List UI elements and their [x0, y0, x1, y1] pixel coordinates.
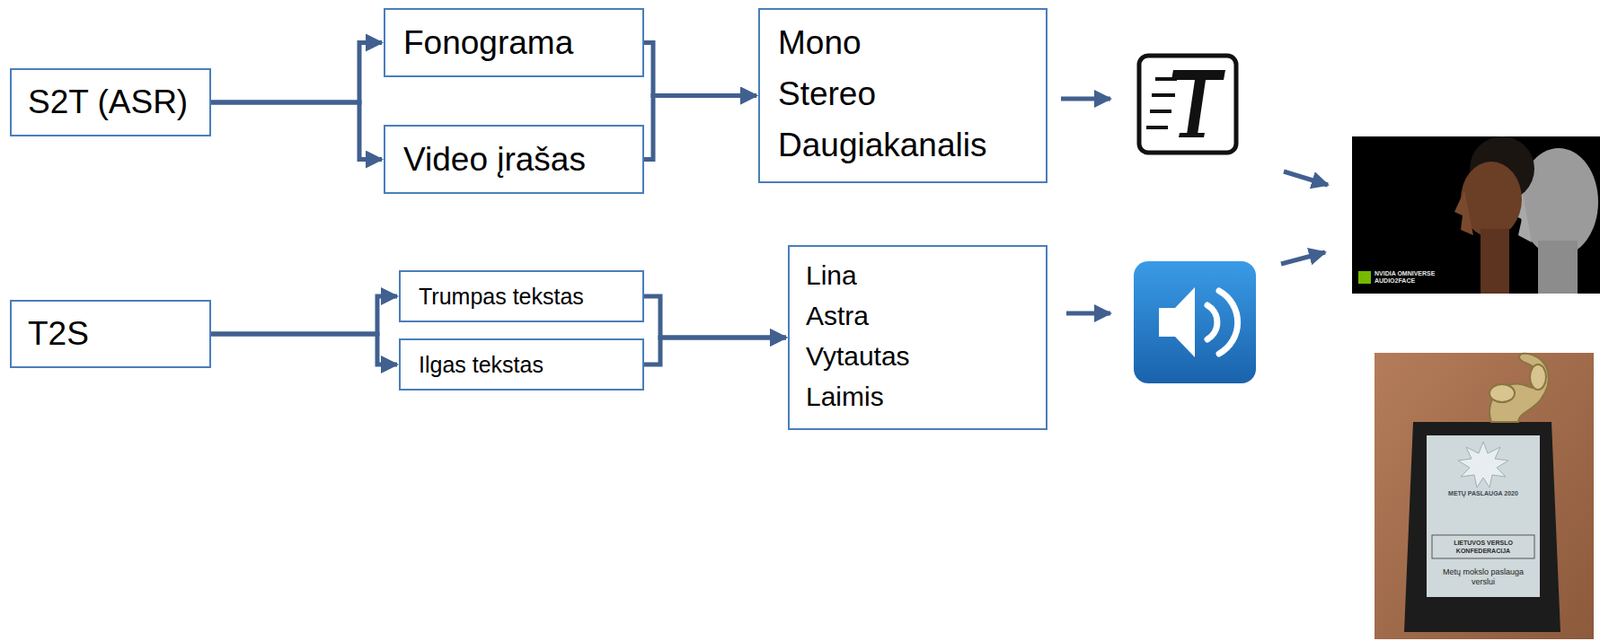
flow-arrow — [644, 96, 757, 160]
box-text: Mono — [777, 17, 862, 69]
grey-neck — [1538, 240, 1578, 294]
box-text: Vytautas — [805, 335, 911, 377]
gold-sculpture — [1529, 364, 1547, 390]
plate-star — [1458, 441, 1509, 488]
box-text: Lina — [805, 255, 858, 296]
picture-label: Metų mokslo paslauga verslui — [1441, 567, 1525, 588]
flow-arrow — [1066, 311, 1111, 317]
plate-frame — [1432, 535, 1535, 559]
flow-arrow — [1060, 97, 1111, 102]
box-text: Fonograma — [403, 23, 574, 63]
process-box: LinaAstraVytautasLaimis — [787, 245, 1048, 431]
flow-arrow — [1283, 171, 1328, 186]
box-text: Daugiakanalis — [777, 119, 987, 171]
flow-arrow — [644, 337, 787, 365]
photo-ground — [1374, 353, 1594, 640]
box-text: Stereo — [777, 68, 876, 120]
box-text: Astra — [805, 295, 869, 336]
process-box: S2T (ASR) — [9, 68, 212, 137]
award-plate — [1426, 435, 1540, 598]
woman-face — [1454, 190, 1474, 236]
process-box: Fonograma — [383, 8, 645, 78]
flow-arrow — [211, 296, 398, 335]
process-box: Video įrašas — [383, 124, 645, 195]
flow-arrow — [211, 334, 398, 365]
gold-sculpture — [1489, 384, 1515, 403]
icon-letter-bar — [1171, 70, 1226, 80]
sound-wave — [1207, 305, 1218, 340]
box-text: S2T (ASR) — [27, 82, 188, 123]
text-icon — [1139, 55, 1237, 153]
process-box: Ilgas tekstas — [398, 338, 645, 391]
picture-label: LIETUVOS VERSLO KONFEDERACIJA — [1440, 539, 1526, 556]
award-photo — [1374, 353, 1594, 640]
box-text: Video įrašas — [403, 140, 586, 180]
woman-neck — [1480, 229, 1510, 294]
flow-arrow — [1281, 252, 1326, 265]
picture-label: METŲ PASLAUGA 2020 — [1439, 490, 1528, 498]
icon-frame — [1133, 261, 1256, 384]
box-text: Ilgas tekstas — [418, 350, 544, 380]
flow-arrow — [644, 296, 787, 338]
flow-arrow — [211, 43, 382, 104]
icon-line — [1146, 125, 1168, 130]
process-box: MonoStereoDaugiakanalis — [758, 8, 1048, 184]
icon-line — [1151, 93, 1176, 98]
icon-letter-stem — [1186, 79, 1206, 135]
sound-wave — [1219, 291, 1238, 354]
picture-label: NVIDIA OMNIVERSE AUDIO2FACE — [1374, 270, 1438, 285]
flow-arrow — [211, 102, 382, 160]
icon-letter-serif — [1178, 132, 1205, 138]
logo-square — [1358, 271, 1371, 284]
box-text: Trumpas tekstas — [418, 282, 584, 311]
picture-ground — [1352, 136, 1600, 294]
box-text: Laimis — [805, 376, 884, 417]
award-base — [1404, 422, 1561, 633]
speaker-icon — [1133, 261, 1256, 384]
process-box: T2S — [9, 300, 212, 369]
flow-arrow — [644, 43, 757, 97]
face-picture — [1352, 136, 1600, 294]
gold-sculpture — [1489, 353, 1549, 423]
box-text: T2S — [27, 314, 89, 354]
speaker-cone — [1158, 287, 1195, 358]
icon-frame — [1139, 55, 1237, 153]
icon-line — [1149, 109, 1172, 114]
process-box: Trumpas tekstas — [398, 270, 645, 323]
